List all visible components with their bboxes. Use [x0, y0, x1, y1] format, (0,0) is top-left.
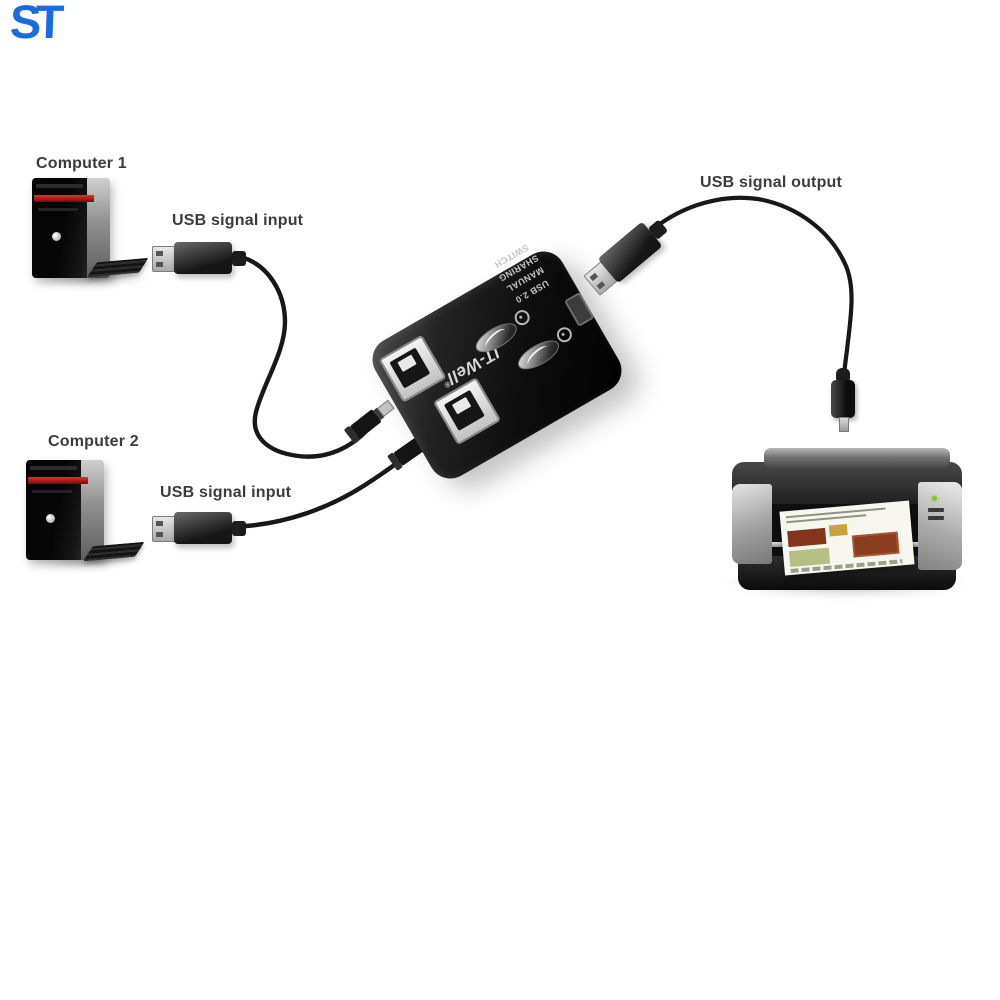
usb-connector-neck — [232, 251, 246, 266]
tower-power-button — [52, 232, 61, 241]
device-output-port — [563, 291, 595, 327]
tower-front-panel — [26, 460, 81, 560]
computer-2-label: Computer 2 — [48, 433, 139, 450]
tower-body — [32, 178, 110, 278]
computer-1-label: Computer 1 — [36, 155, 127, 172]
tower-side-panel — [81, 460, 104, 560]
usb-input-2-label: USB signal input — [160, 484, 292, 501]
tower-red-stripe — [34, 195, 94, 202]
cable-output — [649, 195, 854, 389]
printed-page-graphic — [779, 500, 915, 576]
port-opening — [389, 347, 431, 389]
usb-metal-tip — [152, 246, 176, 272]
printer-graphic — [724, 448, 969, 600]
port-opening — [443, 389, 485, 431]
printer-button — [928, 508, 944, 512]
usb-a-connector-1-graphic — [152, 240, 246, 276]
usb-connector-body — [174, 242, 232, 274]
usb-a-connector-output-graphic — [579, 211, 674, 299]
printer-power-led — [932, 496, 937, 501]
page-color-block — [828, 523, 848, 537]
printer-right-panel — [918, 482, 962, 570]
tower-red-stripe — [28, 477, 88, 484]
page-photo-block — [787, 527, 827, 548]
tower-power-button — [46, 514, 55, 523]
tower-body — [26, 460, 104, 560]
tower-slot — [32, 490, 72, 493]
page-photo-block — [851, 531, 900, 558]
usb-input-1-label: USB signal input — [172, 212, 304, 229]
port-tab — [397, 354, 417, 372]
usb-metal-tip — [152, 516, 176, 542]
port-tab — [451, 396, 472, 415]
device-title: USB 2.0 MANUAL SHARING SWITCH — [492, 242, 551, 306]
usb-a-connector-2-graphic — [152, 510, 246, 546]
tower-drive-bay — [30, 466, 77, 470]
computer-1-tower-graphic — [30, 178, 150, 290]
tower-side-panel — [87, 178, 110, 278]
cable-input-1 — [241, 255, 382, 459]
tower-front-panel — [32, 178, 87, 278]
tower-slot — [38, 208, 78, 211]
computer-2-tower-graphic — [24, 460, 145, 572]
printer-plug-tip — [839, 417, 849, 432]
printer-left-panel — [732, 484, 772, 564]
usb-connector-body — [174, 512, 232, 544]
usb-b-plug-1-graphic — [344, 399, 395, 444]
page-color-block — [788, 547, 831, 568]
printer-plug-graphic — [831, 380, 855, 418]
usb-connector-neck — [232, 521, 246, 536]
site-logo: ST — [9, 0, 59, 48]
printer-top-cover — [764, 448, 950, 468]
tower-drive-bay — [36, 184, 83, 188]
port-select-button-2 — [513, 334, 564, 376]
usb-output-label: USB signal output — [700, 174, 843, 191]
printer-button — [928, 516, 944, 520]
